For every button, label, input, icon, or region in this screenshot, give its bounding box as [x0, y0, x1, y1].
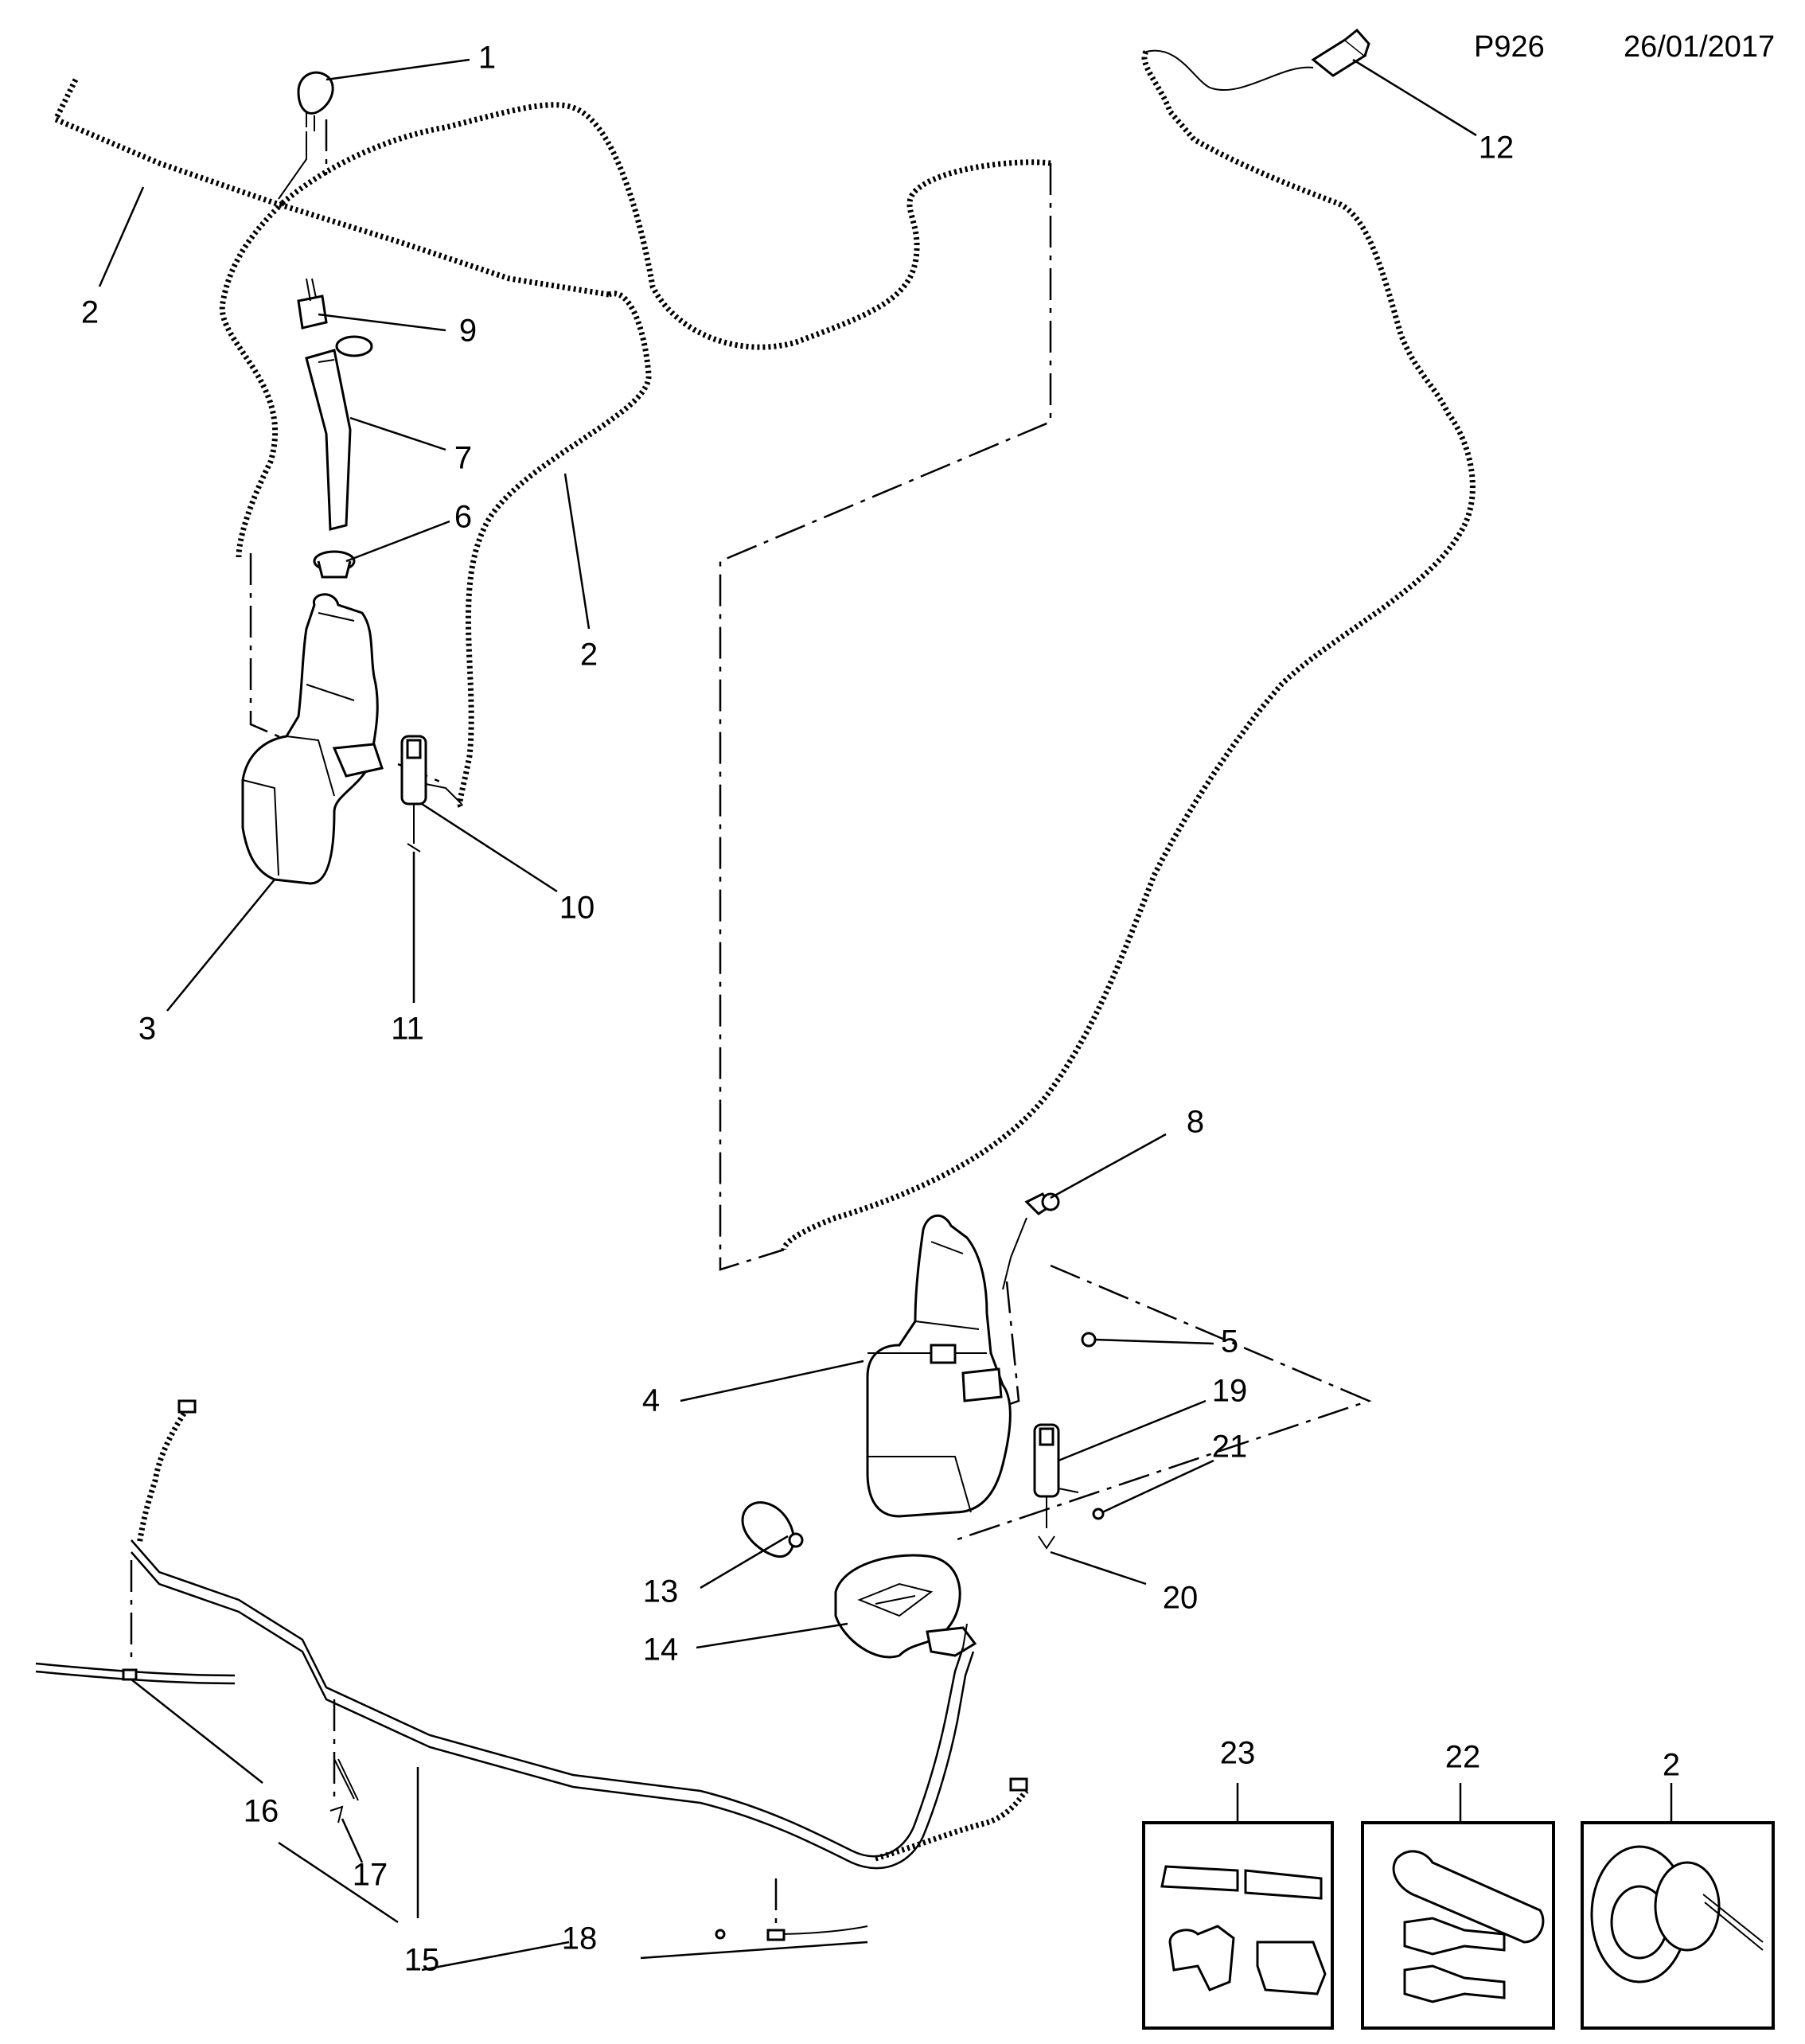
callout-4: 4 [642, 1383, 660, 1418]
callout-7: 7 [454, 441, 472, 476]
callout-9: 9 [459, 314, 477, 349]
callout-5: 5 [1221, 1324, 1238, 1359]
callout-17: 17 [353, 1858, 388, 1893]
detail-box-22 [1361, 1783, 1555, 2030]
filler-neck-7 [305, 335, 373, 531]
callout-21: 21 [1212, 1430, 1248, 1465]
washer-hose-15 [131, 1399, 1029, 1870]
callout-2b: 2 [580, 638, 598, 673]
hose-connector-12 [1311, 28, 1370, 77]
washer-nozzle-1 [278, 71, 334, 200]
callout-18: 18 [562, 1921, 598, 1956]
clip-17 [329, 1758, 359, 1824]
callout-20: 20 [1163, 1581, 1199, 1616]
leader-lines [98, 58, 1477, 1972]
diagram-date: 26/01/2017 [1624, 30, 1776, 64]
seal-6 [313, 550, 356, 579]
callout-2a: 2 [81, 295, 99, 330]
callout-23: 23 [1220, 1736, 1256, 1771]
callout-14: 14 [643, 1632, 679, 1668]
clip-20 [1038, 1535, 1055, 1550]
alignment-lines [130, 119, 1372, 1934]
rear-washer-hose-12 [781, 49, 1476, 1250]
cable-tie-16 [35, 1662, 236, 1685]
callout-10: 10 [559, 891, 595, 926]
callout-6: 6 [454, 500, 472, 535]
diagram-code: P926 [1474, 30, 1545, 64]
washer-pump-10 [400, 735, 462, 852]
washer-pump-19 [1033, 1423, 1079, 1528]
callout-16: 16 [244, 1794, 279, 1829]
nozzle-cover-13 [741, 1501, 804, 1558]
callout-22: 22 [1445, 1740, 1481, 1775]
detail-box-23 [1142, 1783, 1334, 2030]
grommet-8 [1002, 1192, 1060, 1290]
washer-reservoir-3 [241, 593, 384, 885]
washer-reservoir-4 [866, 1215, 1012, 1518]
callout-1: 1 [478, 41, 496, 76]
hose-upper-left [52, 78, 1051, 810]
callout-12: 12 [1479, 131, 1515, 166]
filler-cap-9 [297, 278, 328, 330]
callout-19: 19 [1212, 1374, 1248, 1409]
seal-21 [1092, 1508, 1105, 1520]
cable-tie-18 [715, 1925, 868, 1941]
detail-box-2 [1581, 1783, 1775, 2030]
callout-13: 13 [643, 1574, 679, 1609]
callout-3: 3 [138, 1012, 156, 1047]
callout-11: 11 [391, 1012, 424, 1047]
nozzle-bracket-14 [834, 1554, 977, 1659]
callout-2c: 2 [1663, 1748, 1680, 1783]
callout-15: 15 [404, 1943, 440, 1978]
callout-8: 8 [1187, 1105, 1204, 1140]
seal-5 [1081, 1332, 1097, 1348]
